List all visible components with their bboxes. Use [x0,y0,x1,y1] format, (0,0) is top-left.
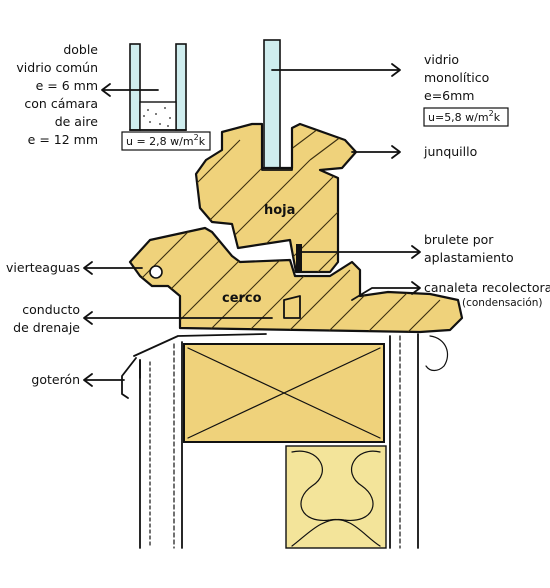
u-double-unit: k [199,135,206,148]
u-value-mono-box: u=5,8 w/m2k [423,107,509,127]
svg-text:u = 2,8 w/m2k: u = 2,8 w/m2k [126,133,206,148]
label-vierteaguas: vierteaguas [6,260,80,275]
label-goteron: goterón [31,372,80,387]
label-junquillo: junquillo [423,144,477,159]
brulete-gasket [296,244,302,272]
leader-lines [83,63,421,387]
timber-block [183,335,449,443]
label-conducto-1: conducto [22,302,80,317]
label-cerco: cerco [222,291,262,306]
u-double-sup: 2 [194,133,199,142]
double-glass-line-5: de aire [55,114,99,129]
u-mono-sup: 2 [489,109,494,118]
label-conducto-2: de drenaje [13,320,80,335]
label-condensacion: (condensación) [462,297,543,309]
mono-glass-line-1: vidrio [424,52,459,67]
label-brulete-1: brulete por [424,232,494,247]
label-hoja: hoja [264,203,295,218]
left-labels: doble vidrio común e = 6 mm con cámara d… [6,42,98,387]
mono-glass-line-3: e=6mm [424,88,474,103]
svg-text:u=5,8 w/m2k: u=5,8 w/m2k [428,109,501,124]
double-glass-line-4: con cámara [24,96,98,111]
inner-labels: hoja cerco [222,203,295,306]
right-labels: vidrio monolítico e=6mm junquillo brulet… [423,52,550,309]
double-glass-detail [129,43,187,131]
u-mono-text: u=5,8 w/m [428,111,489,124]
double-glass-line-2: vidrio común [16,60,98,75]
goteron-drip [121,357,137,399]
wall-section [133,333,419,549]
monolithic-glass [263,39,281,171]
double-glass-line-3: e = 6 mm [36,78,98,93]
double-glass-line-6: e = 12 mm [28,132,98,147]
insulation [285,445,387,549]
double-glass-line-1: doble [63,42,98,57]
label-canaleta: canaleta recolectora [424,280,550,295]
mono-glass-line-2: monolítico [424,70,489,85]
label-brulete-2: aplastamiento [424,250,514,265]
u-double-text: u = 2,8 w/m [126,135,194,148]
frame-cerco [128,226,464,334]
u-value-double-box: u = 2,8 w/m2k [121,131,211,151]
u-mono-unit: k [494,111,501,124]
